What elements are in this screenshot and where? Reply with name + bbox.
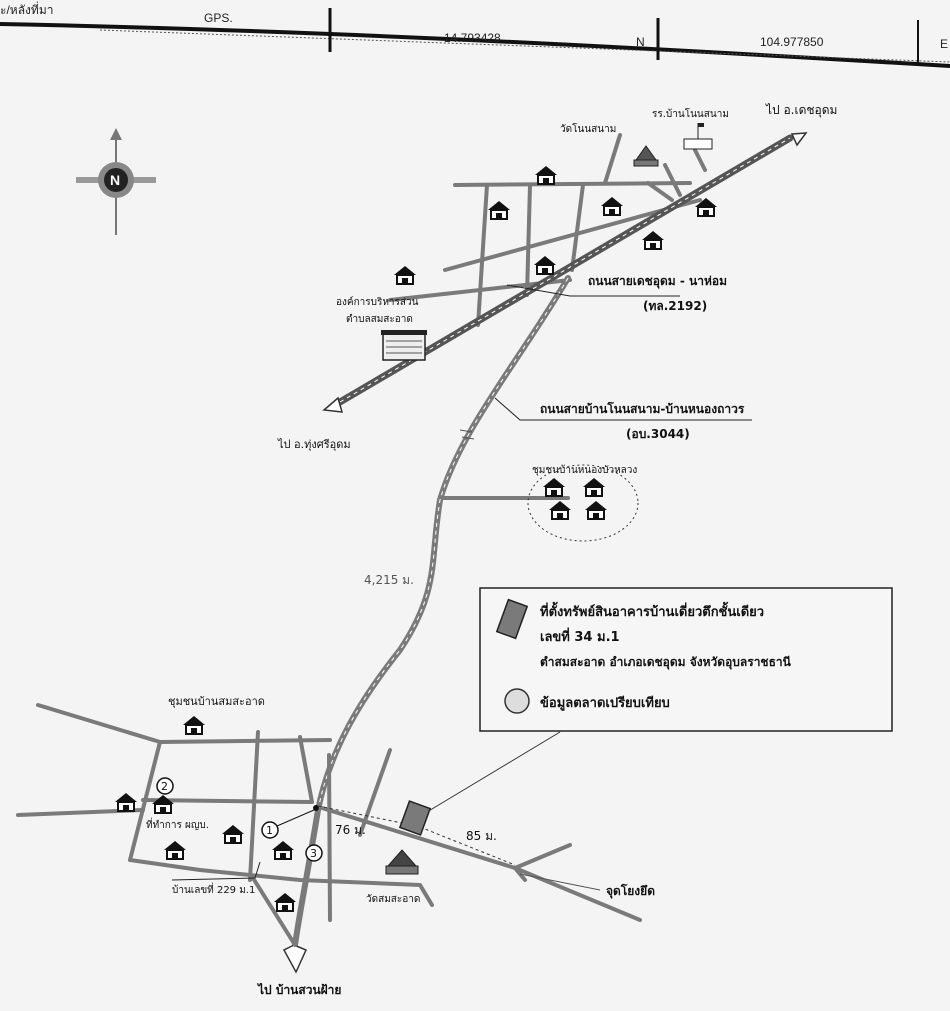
subject-property-marker[interactable] bbox=[398, 800, 432, 836]
southern-village-roads bbox=[16, 703, 642, 947]
house-icon bbox=[182, 715, 206, 735]
house-icon bbox=[584, 500, 608, 520]
label-distance-85: 85 ม. bbox=[466, 829, 497, 843]
house-icon bbox=[393, 265, 417, 285]
house-icon bbox=[534, 165, 558, 185]
legend-subject-swatch bbox=[495, 598, 529, 640]
longitude-direction: E bbox=[940, 37, 948, 51]
house-icon bbox=[273, 892, 297, 912]
label-office: ที่ทำการ ผญบ. bbox=[146, 817, 209, 831]
house-icon bbox=[114, 792, 138, 812]
house-icon bbox=[271, 840, 295, 860]
house-icon bbox=[542, 477, 566, 497]
community-boundary bbox=[527, 464, 639, 542]
label-temple-somsaat: วัดสมสะอาด bbox=[366, 894, 420, 905]
house-icon bbox=[582, 477, 606, 497]
label-to-ban-suan: ไป บ้านสวนฝ้าย bbox=[256, 982, 341, 997]
latitude-direction: N bbox=[636, 35, 645, 49]
north-arrow-icon: N bbox=[76, 128, 156, 235]
distance-lines bbox=[317, 731, 561, 866]
label-community-nongbua: ชุมชนบ้านหนองบัวหลวง bbox=[532, 464, 637, 476]
gps-label: GPS. bbox=[204, 11, 233, 25]
house-icon bbox=[487, 200, 511, 220]
junction-dot bbox=[313, 805, 319, 811]
compass-letter: N bbox=[110, 172, 120, 188]
arrow-southwest-icon bbox=[322, 396, 344, 413]
house-icon bbox=[151, 794, 175, 814]
label-junction-landmark: จุดโยงยึด bbox=[606, 883, 655, 899]
label-highway-name: ถนนสายเดชอุดม - นาห่อม bbox=[588, 274, 727, 289]
svg-text:1: 1 bbox=[266, 824, 273, 837]
highway-2192 bbox=[322, 132, 808, 413]
label-house-229: บ้านเลขที่ 229 ม.1 bbox=[172, 882, 255, 896]
legend-comparable-swatch bbox=[504, 688, 530, 714]
map-labels: ไป อ.เดชอุดม รร.บ้านโนนสนาม วัดโนนสนาม ถ… bbox=[146, 103, 837, 997]
house-icon bbox=[641, 230, 665, 250]
gps-header: ะ/หลังที่มา GPS. 14.793428 N 104.977850 … bbox=[0, 1, 950, 68]
label-community-somsaat: ชุมชนบ้านสมสะอาด bbox=[168, 695, 265, 708]
house-icon bbox=[548, 500, 572, 520]
legend-subject-line2: เลขที่ 34 ม.1 bbox=[540, 627, 620, 645]
marker-2[interactable]: 2 bbox=[156, 777, 174, 795]
marker-1[interactable]: 1 bbox=[261, 809, 315, 839]
marker-3[interactable]: 3 bbox=[305, 844, 323, 862]
svg-text:3: 3 bbox=[310, 847, 317, 860]
legend-subject-line3: ตำสมสะอาด อำเภอเดชอุดม จังหวัดอุบลราชธาน… bbox=[540, 655, 792, 670]
label-temple-nonsanam: วัดโนนสนาม bbox=[560, 122, 616, 135]
house-icon bbox=[221, 824, 245, 844]
temple-icon bbox=[385, 849, 419, 875]
svg-text:2: 2 bbox=[161, 780, 168, 793]
label-highway-code: (ทล.2192) bbox=[643, 299, 707, 313]
longitude-value: 104.977850 bbox=[760, 35, 824, 49]
road-3044 bbox=[282, 275, 571, 974]
legend-box: ที่ตั้งทรัพย์สินอาคารบ้านเดี่ยวตึกชั้นเด… bbox=[479, 587, 893, 732]
temple-icon bbox=[633, 145, 659, 167]
latitude-value: 14.793428 bbox=[444, 31, 501, 45]
label-tao-line2: ตำบลสมสะอาด bbox=[346, 314, 413, 325]
label-school: รร.บ้านโนนสนาม bbox=[652, 107, 729, 120]
legend-subject-line1: ที่ตั้งทรัพย์สินอาคารบ้านเดี่ยวตึกชั้นเด… bbox=[540, 601, 764, 620]
house-icon bbox=[533, 255, 557, 275]
label-to-det-udom: ไป อ.เดชอุดม bbox=[765, 103, 837, 118]
label-to-thung-si-udom: ไป อ.ทุ่งศรีอุดม bbox=[277, 438, 351, 451]
label-tao-line1: องค์การบริหารส่วน bbox=[336, 296, 419, 308]
label-distance-long: 4,215 ม. bbox=[364, 573, 414, 587]
house-icon bbox=[163, 840, 187, 860]
arrow-northeast-icon bbox=[790, 132, 808, 147]
header-corner-text: ะ/หลังที่มา bbox=[0, 1, 53, 17]
office-building-icon bbox=[381, 330, 427, 361]
label-secondary-road-name: ถนนสายบ้านโนนสนาม-บ้านหนองถาวร bbox=[540, 401, 745, 416]
label-distance-76: 76 ม. bbox=[335, 823, 366, 837]
house-icon bbox=[600, 196, 624, 216]
school-icon bbox=[683, 123, 713, 150]
label-secondary-road-code: (อบ.3044) bbox=[626, 427, 690, 441]
legend-market-data: ข้อมูลตลาดเปรียบเทียบ bbox=[540, 695, 670, 711]
arrow-south-icon bbox=[282, 944, 308, 974]
